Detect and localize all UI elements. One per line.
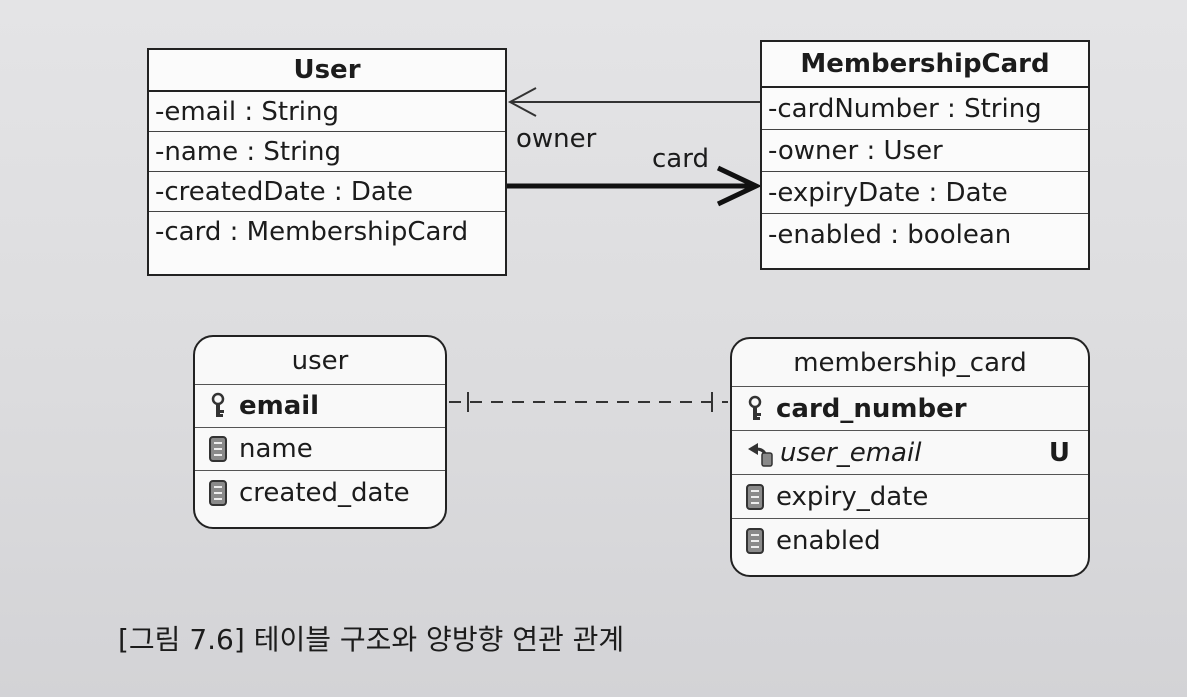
user-class-name: User: [149, 50, 505, 92]
column-icon: [209, 479, 227, 506]
card-attr-owner: -owner : User: [762, 130, 1088, 172]
card-col-card-number: card_number: [732, 387, 1088, 431]
card-col-expiry-date: expiry_date: [732, 475, 1088, 519]
user-col-name-label: name: [239, 434, 313, 464]
user-col-name: name: [195, 428, 445, 471]
card-col-expiry-date-label: expiry_date: [776, 481, 929, 512]
user-attr-card: -card : MembershipCard: [155, 217, 469, 247]
user-table-box: user email name created_date: [193, 335, 447, 529]
unique-constraint-badge: U: [1048, 437, 1070, 468]
user-attr-email: -email : String: [149, 92, 505, 132]
membership-card-table-box: membership_card card_number user_email U…: [730, 337, 1090, 577]
column-icon: [746, 528, 764, 554]
card-attr-enabled: -enabled : boolean: [768, 220, 1012, 250]
foreign-key-icon: [748, 442, 773, 467]
card-attr-expiry-date: -expiryDate : Date: [762, 172, 1088, 214]
user-attr-created-date: -createdDate : Date: [149, 172, 505, 212]
card-col-card-number-label: card_number: [776, 393, 967, 424]
membership-card-class-box: MembershipCard -cardNumber : String -own…: [760, 40, 1090, 270]
primary-key-icon: [211, 392, 225, 417]
primary-key-icon: [748, 395, 762, 420]
owner-role-label: owner: [516, 124, 597, 154]
user-attr-name: -name : String: [149, 132, 505, 172]
card-role-label: card: [652, 144, 709, 174]
owner-arrowhead: [507, 87, 537, 117]
card-col-user-email-label: user_email: [780, 437, 922, 468]
card-arrowhead: [716, 165, 762, 207]
card-class-name: MembershipCard: [762, 42, 1088, 88]
card-table-name: membership_card: [732, 339, 1088, 387]
card-col-enabled-label: enabled: [776, 526, 881, 556]
card-col-user-email: user_email U: [732, 431, 1088, 475]
card-col-enabled: enabled: [732, 519, 1088, 563]
card-attr-card-number: -cardNumber : String: [762, 88, 1088, 130]
figure-caption: [그림 7.6] 테이블 구조와 양방향 연관 관계: [118, 623, 625, 656]
column-icon: [209, 436, 227, 462]
user-table-name: user: [195, 337, 445, 385]
user-col-email: email: [195, 385, 445, 428]
user-class-box: User -email : String -name : String -cre…: [147, 48, 507, 276]
column-icon: [746, 483, 764, 510]
user-col-email-label: email: [239, 391, 320, 421]
user-col-created-date: created_date: [195, 471, 445, 514]
user-col-created-date-label: created_date: [239, 477, 410, 508]
